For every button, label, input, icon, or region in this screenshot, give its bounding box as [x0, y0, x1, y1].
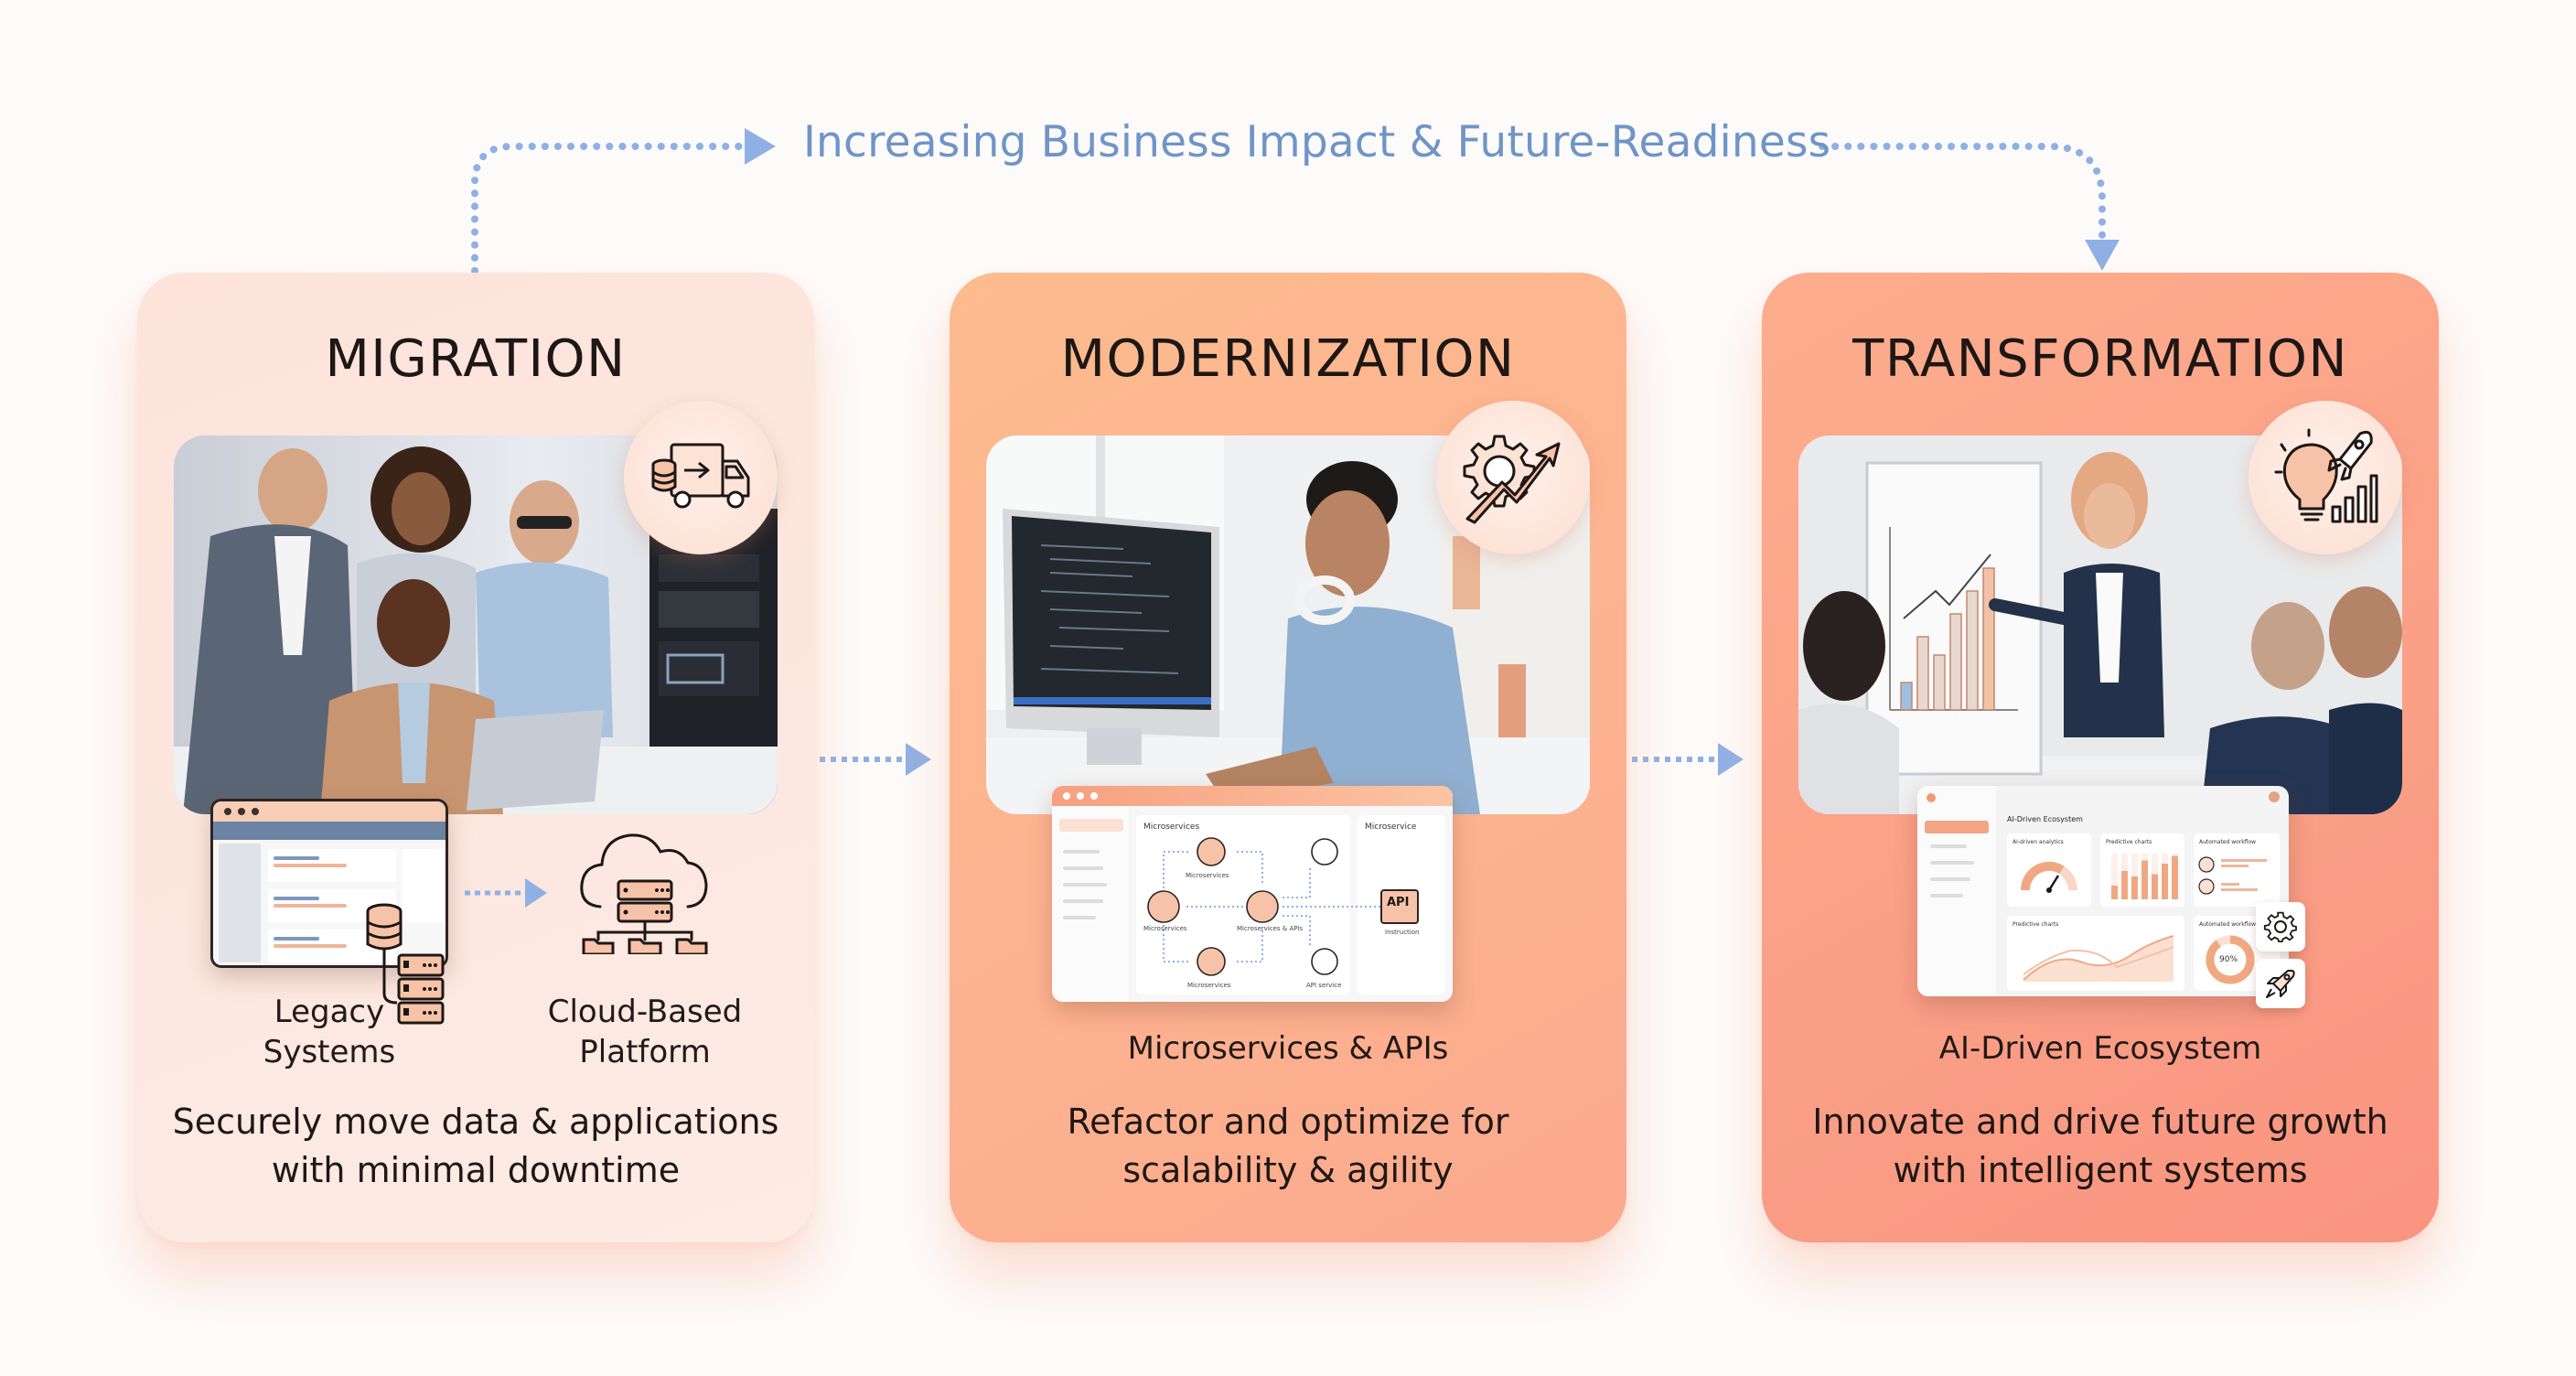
cloud-label-line-2: Platform: [579, 1034, 711, 1070]
microservices-window: Microservices Microservice API Microserv…: [1052, 786, 1453, 1002]
dashboard-logo: [1927, 793, 1936, 802]
nav-active-item: [1925, 821, 1989, 833]
connector-migration-to-modernization: [820, 743, 931, 776]
stage-title: MIGRATION: [325, 329, 627, 389]
gear-growth-badge: [1436, 401, 1590, 554]
migration-team-photo: [174, 435, 778, 814]
api-caption: Instruction: [1385, 929, 1420, 936]
diagram-node-label: API service: [1306, 982, 1342, 989]
panel-title: Microservices: [1143, 822, 1200, 832]
data-transfer-truck-badge: [624, 401, 778, 554]
legacy-label-line-1: Legacy: [274, 994, 385, 1030]
description-line-2: scalability & agility: [1122, 1150, 1454, 1190]
diagram-label: Microservices & APIs: [1127, 1030, 1449, 1067]
microservices-diagram: [1147, 837, 1419, 976]
bar: [2172, 855, 2178, 899]
bar: [2141, 860, 2148, 899]
legacy-systems-label: Legacy Systems: [238, 992, 421, 1072]
description-line-1: Securely move data & applications: [172, 1102, 779, 1142]
widget-title: Predictive charts: [2012, 921, 2059, 928]
analytics-gauge: [2020, 861, 2078, 893]
widget-title: Predictive charts: [2106, 839, 2152, 845]
legacy-to-cloud-arrow: [465, 878, 547, 908]
window-titlebar: [1052, 786, 1453, 806]
cloud-label-line-1: Cloud-Based: [547, 994, 743, 1030]
flow-arrow-head-right: [745, 128, 776, 165]
widget-title: Automated workflow: [2199, 839, 2257, 845]
bar: [2131, 876, 2138, 899]
description-line-1: Innovate and drive future growth: [1812, 1102, 2388, 1142]
stage-title: TRANSFORMATION: [1852, 329, 2348, 389]
rocket-icon: [2266, 970, 2295, 998]
widget-title: Automated workflow: [2199, 921, 2257, 928]
predictive-line-chart: [2023, 935, 2174, 982]
legacy-system-window: [210, 799, 448, 968]
bar-track: [2111, 854, 2118, 899]
diagram-node-label: Microservices: [1186, 872, 1229, 879]
cloud-platform-icon: [580, 833, 708, 954]
stage-description: Refactor and optimize for scalability & …: [950, 1098, 1626, 1195]
predictive-bar-chart: [2111, 854, 2178, 899]
side-panel-title: Microservice: [1365, 822, 1417, 832]
description-line-2: with minimal downtime: [271, 1150, 681, 1190]
flow-arrow-left-path: [471, 143, 754, 274]
stage-card-migration: MIGRATION: [137, 273, 814, 1242]
stage-title: MODERNIZATION: [1060, 329, 1516, 389]
stage-card-transformation: TRANSFORMATION: [1762, 273, 2439, 1242]
automation-gear-tile: [2256, 902, 2305, 951]
window-titlebar: [213, 801, 445, 822]
diagram-node-label: Microservices: [1187, 982, 1231, 989]
stage-description: Securely move data & applications with m…: [137, 1098, 814, 1195]
workflow-donut-chart: [2206, 935, 2255, 984]
description-line-1: Refactor and optimize for: [1067, 1102, 1509, 1142]
gear-growth-arrow-icon: [1463, 435, 1561, 524]
ai-dashboard-window: AI-Driven Ecosystem AI-driven analytics …: [1917, 786, 2289, 996]
stage-card-modernization: MODERNIZATION: [950, 273, 1626, 1242]
api-box-label: API: [1387, 896, 1410, 909]
gear-icon: [2263, 911, 2297, 943]
data-transfer-truck-icon: [651, 443, 750, 509]
connector-modernization-to-transformation: [1632, 743, 1744, 776]
flow-arrow-right-path: [1819, 143, 2106, 242]
stage-description: Innovate and drive future growth with in…: [1762, 1098, 2439, 1195]
bar: [2162, 864, 2168, 899]
diagram-node-label: Microservices: [1143, 925, 1187, 932]
description-line-2: with intelligent systems: [1893, 1150, 2308, 1190]
diagram-node-label: Microservices & APIs: [1237, 925, 1304, 932]
flow-label: Increasing Business Impact & Future-Read…: [803, 117, 1831, 167]
rocket-tile: [2256, 959, 2305, 1008]
widget-title: AI-driven analytics: [2012, 839, 2064, 845]
dashboard-heading: AI-Driven Ecosystem: [2007, 815, 2083, 823]
lightbulb-rocket-chart-icon: [2274, 428, 2378, 523]
automated-workflow-list: [2198, 856, 2267, 895]
diagram-label: AI-Driven Ecosystem: [1938, 1030, 2262, 1067]
bar: [2111, 886, 2118, 899]
donut-value: 90%: [2219, 955, 2238, 964]
bar: [2152, 874, 2158, 899]
legacy-label-line-2: Systems: [263, 1034, 396, 1070]
cloud-platform-label: Cloud-Based Platform: [540, 992, 750, 1072]
innovation-badge: [2249, 401, 2402, 554]
bar: [2121, 871, 2128, 899]
database-server-icon: [366, 903, 445, 1025]
flow-arrow-head-down: [2085, 240, 2120, 271]
